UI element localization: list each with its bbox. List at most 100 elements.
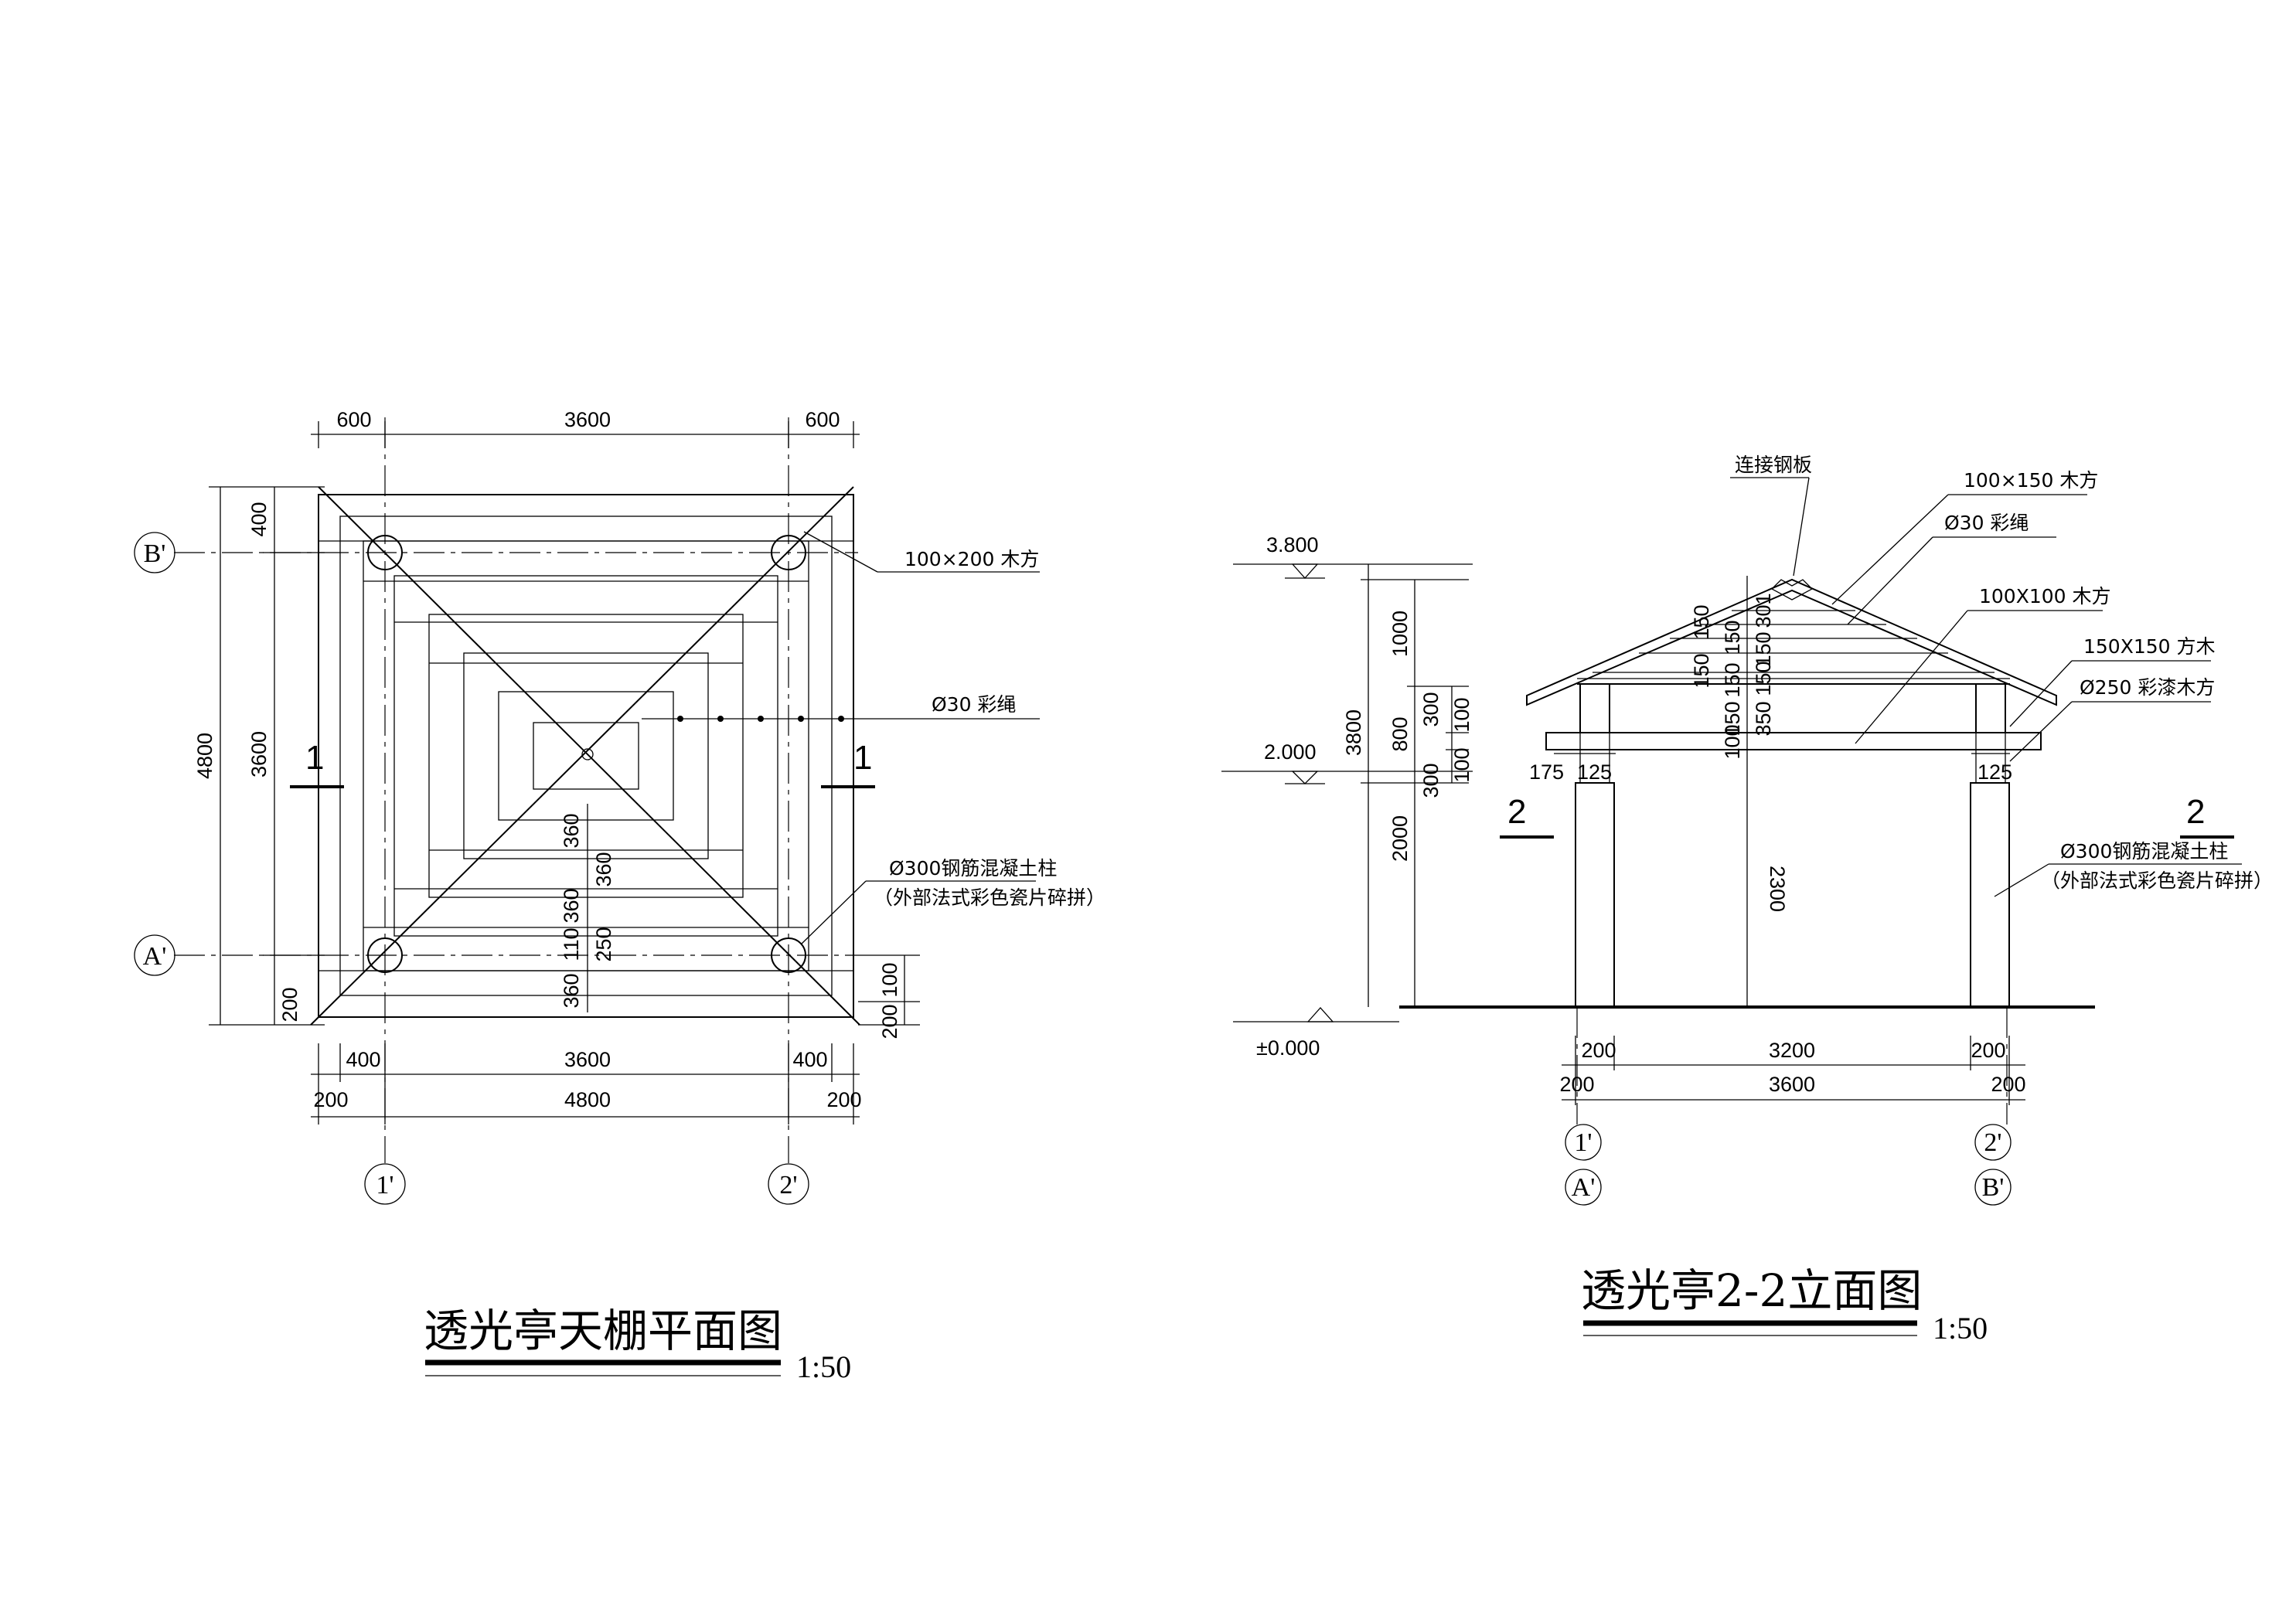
svg-text:301: 301 <box>1752 593 1775 628</box>
svg-text:300: 300 <box>1419 692 1443 726</box>
plan-scale: 1:50 <box>796 1349 851 1384</box>
svg-text:150: 150 <box>1721 620 1744 655</box>
elev-level-top: 3.800 <box>1233 533 1473 579</box>
elev-dims-left-inner: 300 100 100 <box>1419 686 1473 783</box>
elev-dims-roof: 150 150 150 150 150 150 350 100 150 301 <box>1690 593 1775 759</box>
svg-text:200: 200 <box>1971 1039 2005 1062</box>
svg-text:1': 1' <box>1574 1128 1592 1157</box>
svg-text:150: 150 <box>1752 661 1775 696</box>
plan-axis-bubble-b: B' <box>134 532 175 573</box>
svg-text:150: 150 <box>1721 662 1744 697</box>
svg-text:Ø250 彩漆木方: Ø250 彩漆木方 <box>2080 676 2215 699</box>
plan-view: B' A' 1' 2' 600 3600 600 <box>134 408 1105 1384</box>
svg-text:1: 1 <box>853 739 872 777</box>
elev-cut-mark-left: 2 <box>1500 793 1554 839</box>
elev-dim-column-height: 2300 <box>1766 866 1789 912</box>
elev-column-right <box>1970 782 2010 1008</box>
svg-text:125: 125 <box>1977 760 2012 784</box>
elev-column-cap <box>1579 683 1610 733</box>
svg-text:100×150 木方: 100×150 木方 <box>1964 469 2098 492</box>
svg-text:175: 175 <box>1529 760 1564 784</box>
svg-text:3600: 3600 <box>1769 1073 1815 1096</box>
elev-axis-bubble-a: A' <box>1565 1169 1602 1206</box>
svg-text:125: 125 <box>1577 760 1612 784</box>
plan-roof-outline <box>318 494 854 1018</box>
plan-title-block: 透光亭天棚平面图 1:50 <box>424 1305 851 1384</box>
svg-text:600: 600 <box>805 408 840 431</box>
svg-text:1: 1 <box>305 739 324 777</box>
svg-text:1': 1' <box>376 1171 393 1199</box>
plan-purlin-ring <box>533 722 639 790</box>
plan-note-rope: Ø30 彩绳 <box>932 693 1016 716</box>
elev-note-timber-150: 100×150 木方 <box>1831 469 2098 605</box>
plan-slats <box>319 540 853 971</box>
svg-text:3600: 3600 <box>564 408 611 431</box>
svg-text:110: 110 <box>560 927 583 961</box>
plan-axis-bubble-1: 1' <box>364 1163 406 1205</box>
svg-text:360: 360 <box>592 852 615 886</box>
plan-cut-mark-left: 1 <box>290 739 344 788</box>
svg-text:200: 200 <box>1581 1039 1616 1062</box>
svg-text:2': 2' <box>779 1171 797 1199</box>
elev-note-square: 150X150 方木 <box>2009 635 2216 727</box>
elev-cut-mark-right: 2 <box>2180 793 2234 839</box>
svg-text:150: 150 <box>1721 701 1744 736</box>
svg-text:150: 150 <box>1690 653 1713 688</box>
plan-purlin-ring <box>339 515 833 996</box>
svg-text:200: 200 <box>278 987 301 1022</box>
elev-title-block: 透光亭2-2立面图 1:50 <box>1581 1264 1988 1346</box>
plan-dims-right: 100 200 <box>858 954 920 1039</box>
svg-text:200: 200 <box>826 1088 861 1111</box>
svg-text:400: 400 <box>247 502 271 536</box>
svg-text:连接钢板: 连接钢板 <box>1735 454 1812 476</box>
elev-scale: 1:50 <box>1933 1311 1988 1346</box>
plan-ridge-diagonal <box>318 486 860 1026</box>
plan-cut-mark-right: 1 <box>821 739 875 788</box>
elev-note-column: Ø300钢筋混凝土柱 （外部法式彩色瓷片碎拼） <box>1994 840 2273 897</box>
plan-axis-bubble-2: 2' <box>768 1163 809 1205</box>
svg-text:3600: 3600 <box>564 1048 611 1071</box>
plan-dims-top: 600 3600 600 <box>311 408 860 448</box>
elev-note-plate: 连接钢板 <box>1730 454 1812 577</box>
svg-text:350: 350 <box>1752 701 1775 736</box>
svg-text:Ø30 彩绳: Ø30 彩绳 <box>1944 512 2029 534</box>
plan-dims-center: 360 360 360 360 110 250 <box>560 804 615 1012</box>
svg-text:200: 200 <box>1559 1073 1594 1096</box>
plan-purlin-ring <box>393 575 778 937</box>
elev-axis-bubble-1: 1' <box>1565 1124 1602 1161</box>
svg-text:100×200 木方: 100×200 木方 <box>904 548 1039 570</box>
elev-column-left <box>1575 782 1615 1008</box>
svg-text:2000: 2000 <box>1388 815 1412 862</box>
elev-note-rope: Ø30 彩绳 <box>1847 512 2056 625</box>
svg-text:300: 300 <box>1419 763 1443 798</box>
svg-text:250: 250 <box>592 927 615 961</box>
elev-tie-beam <box>1545 732 2042 750</box>
svg-text:±0.000: ±0.000 <box>1256 1036 1320 1060</box>
svg-text:2': 2' <box>1984 1128 2001 1157</box>
svg-text:3.800: 3.800 <box>1266 533 1319 556</box>
svg-text:A': A' <box>1572 1173 1596 1202</box>
elev-dims-left: 1000 3800 2000 800 300 <box>1342 564 1469 1007</box>
plan-dims-bottom: 400 3600 400 200 4800 200 <box>311 1043 862 1125</box>
svg-text:A': A' <box>143 942 167 971</box>
svg-text:2: 2 <box>1507 793 1526 831</box>
plan-apex <box>581 748 594 760</box>
svg-text:150: 150 <box>1690 604 1713 639</box>
plan-title: 透光亭天棚平面图 <box>424 1305 782 1357</box>
elev-level-mid: 2.000 <box>1221 740 1473 784</box>
plan-purlin-ring <box>463 652 709 859</box>
plan-rope-dots <box>677 716 844 722</box>
svg-text:200: 200 <box>313 1088 348 1111</box>
plan-purlin-ring <box>428 614 744 898</box>
svg-text:Ø300钢筋混凝土柱: Ø300钢筋混凝土柱 <box>2060 840 2228 863</box>
elev-dims-cap: 175 125 125 <box>1529 753 2012 784</box>
svg-text:150X150 方木: 150X150 方木 <box>2083 635 2216 658</box>
elev-axis-bubble-2: 2' <box>1974 1124 2012 1161</box>
plan-dims-left: 4800 400 3600 200 <box>193 486 325 1026</box>
svg-text:（外部法式彩色瓷片碎拼）: （外部法式彩色瓷片碎拼） <box>874 886 1105 909</box>
svg-text:4800: 4800 <box>193 733 216 779</box>
elev-purlins <box>1593 610 1995 673</box>
elev-column-cap <box>1975 683 2006 733</box>
